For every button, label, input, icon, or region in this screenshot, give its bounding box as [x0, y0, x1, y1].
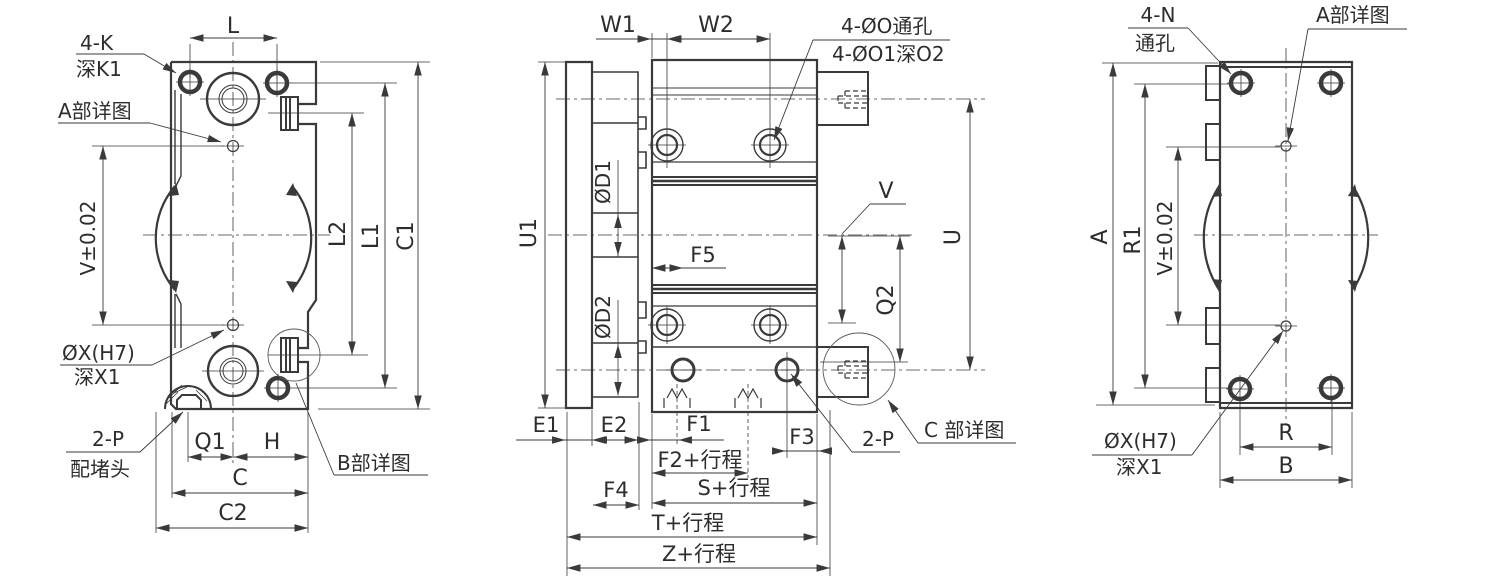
- dim-label-l2: L2: [326, 221, 351, 247]
- dim-label-c2: C2: [218, 501, 247, 526]
- callout-x-line1: ØX(H7): [62, 341, 135, 365]
- back-view: 4-N 通孔 A部详图 A R1 V±0.02 ØX(H7) 深X1 R B: [1088, 3, 1407, 488]
- callout-2p-line2: 配堵头: [70, 457, 130, 481]
- dim-label-r1: R1: [1121, 225, 1146, 254]
- dim-label-e1: E1: [533, 413, 560, 437]
- detail-c-circle: [822, 332, 896, 406]
- dim-label-c: C: [232, 466, 247, 491]
- dim-label-h: H: [264, 430, 281, 455]
- dim-label-d1: ØD1: [591, 160, 615, 204]
- detail-a-label-back: A部详图: [1316, 3, 1390, 27]
- dim-label-w2: W2: [698, 13, 734, 38]
- dim-label-b: B: [1278, 454, 1293, 479]
- dim-label-v-tol: V±0.02: [76, 201, 100, 276]
- front-view: 4-K 深K1 A部详图 L V±0.02 L2 L1 C1 ØX(H7) 深X…: [58, 14, 430, 533]
- callout-x-back-line2: 深X1: [1116, 455, 1162, 479]
- dim-label-d2: ØD2: [591, 295, 615, 339]
- detail-b-label: B部详图: [337, 451, 411, 475]
- dim-label-f3: F3: [789, 425, 814, 449]
- dim-label-z-stroke: Z+行程: [662, 542, 736, 566]
- dim-label-c1: C1: [394, 221, 419, 250]
- callout-4n-line2: 通孔: [1135, 31, 1175, 55]
- callout-2p-line1: 2-P: [92, 427, 124, 451]
- callout-2p-side: 2-P: [862, 427, 894, 451]
- dim-label-r: R: [1278, 421, 1293, 446]
- callout-x-back-line1: ØX(H7): [1104, 429, 1177, 453]
- dim-label-l: L: [227, 14, 240, 39]
- front-view-body-outline: [154, 60, 321, 411]
- dim-label-f5: F5: [690, 243, 715, 267]
- dim-label-f2-stroke: F2+行程: [657, 448, 742, 472]
- dim-label-s-stroke: S+行程: [698, 476, 771, 500]
- callout-4n-line1: 4-N: [1141, 3, 1176, 27]
- dim-label-v-tol-back: V±0.02: [1153, 201, 1177, 276]
- side-view-centerlines: [548, 98, 985, 478]
- callout-4k-line1: 4-K: [80, 31, 114, 55]
- dim-label-e2: E2: [601, 413, 628, 437]
- side-view-dimensions: [516, 33, 1016, 576]
- dim-label-t-stroke: T+行程: [651, 511, 724, 535]
- back-view-centerlines: [1194, 48, 1378, 425]
- callout-4k-line2: 深K1: [76, 57, 122, 81]
- callout-x-line2: 深X1: [74, 365, 120, 389]
- dim-label-f1: F1: [686, 412, 711, 436]
- detail-a-label: A部详图: [58, 99, 132, 123]
- front-view-centerlines: [143, 42, 368, 465]
- callout-holes-line2: 4-ØO1深O2: [832, 42, 945, 66]
- detail-c-label: C 部详图: [924, 418, 1004, 442]
- dim-label-u1: U1: [517, 218, 542, 248]
- dim-label-q2: Q2: [874, 284, 899, 315]
- dim-label-w1: W1: [600, 13, 636, 38]
- dim-label-a: A: [1088, 229, 1113, 244]
- front-view-dimensions: [58, 34, 430, 533]
- dim-label-v: V: [878, 179, 893, 204]
- dim-label-l1: L1: [359, 223, 384, 249]
- dim-label-q1: Q1: [194, 430, 225, 455]
- callout-holes-line1: 4-ØO通孔: [841, 14, 932, 38]
- side-view: W1 W2 4-ØO通孔 4-ØO1深O2 U1 ØD1 ØD2 F5 V Q2…: [516, 13, 1016, 576]
- dim-label-u: U: [941, 229, 966, 245]
- dim-label-f4: F4: [603, 478, 628, 502]
- back-view-dimensions: [1092, 27, 1407, 488]
